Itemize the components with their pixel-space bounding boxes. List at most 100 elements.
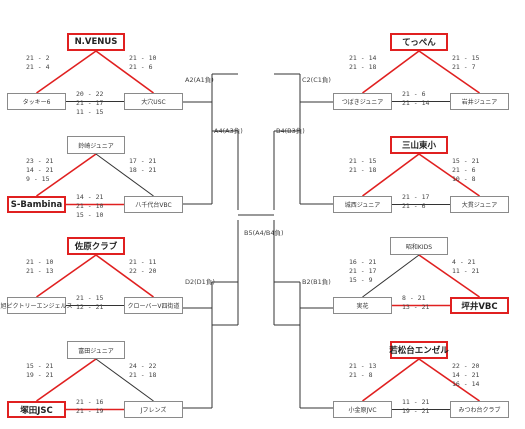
pool-top-team: てっぺん xyxy=(390,33,448,51)
score-top-right: 21 - 18 xyxy=(129,371,157,379)
pool-line-top-left xyxy=(362,153,420,197)
score-top-right: 21 - 15 xyxy=(452,54,480,62)
score-top-left: 14 - 21 xyxy=(26,166,54,174)
score-left-right: 13 - 21 xyxy=(402,303,430,311)
pool-left-team: 実花 xyxy=(333,297,392,314)
score-left-right: 12 - 21 xyxy=(76,303,104,311)
score-top-right: 11 - 21 xyxy=(452,267,480,275)
score-left-right: 21 - 16 xyxy=(76,398,104,406)
pool-left-team: つばきジュニア xyxy=(333,93,392,110)
score-top-left: 21 - 10 xyxy=(26,258,54,266)
score-left-right: 11 - 15 xyxy=(76,108,104,116)
score-top-right: 14 - 21 xyxy=(452,371,480,379)
pool-left-team: 旭ピクトリーエンジェルス xyxy=(1,297,73,314)
score-top-right: 4 - 21 xyxy=(452,258,476,266)
score-top-left: 19 - 21 xyxy=(26,371,54,379)
score-left-right: 20 - 22 xyxy=(76,90,104,98)
pool-top-team: 富田ジュニア xyxy=(67,341,125,359)
score-left-right: 21 - 15 xyxy=(76,294,104,302)
score-top-right: 21 - 11 xyxy=(129,258,157,266)
pool-line-top-left xyxy=(36,358,97,402)
score-top-left: 21 - 4 xyxy=(26,63,50,71)
pool-top-team: 佐原クラブ xyxy=(67,237,125,255)
score-left-right: 21 - 14 xyxy=(402,99,430,107)
pool-left-team: タッキー6 xyxy=(7,93,66,110)
score-top-right: 21 - 6 xyxy=(129,63,153,71)
pool-line-top-right xyxy=(95,358,154,402)
match-label-b2: B2(B1負) xyxy=(302,278,331,286)
pool-top-team: 鈴崎ジュニア xyxy=(67,136,125,154)
score-top-left: 21 - 2 xyxy=(26,54,50,62)
pool-line-top-right xyxy=(418,153,480,197)
score-top-left: 21 - 15 xyxy=(349,157,377,165)
score-top-left: 23 - 21 xyxy=(26,157,54,165)
score-top-left: 21 - 18 xyxy=(349,63,377,71)
score-left-right: 21 - 10 xyxy=(76,202,104,210)
score-top-left: 21 - 13 xyxy=(26,267,54,275)
score-left-right: 21 - 6 xyxy=(402,202,426,210)
score-left-right: 14 - 21 xyxy=(76,193,104,201)
score-top-right: 10 - 8 xyxy=(452,175,476,183)
match-label-a4: A4(A3負) xyxy=(214,127,243,135)
match-label-a2: A2(A1負) xyxy=(185,76,214,84)
pool-line-top-left xyxy=(362,254,420,298)
pool-line-top-right xyxy=(95,50,154,94)
pool-right-team: 八千代台VBC xyxy=(124,196,183,213)
score-left-right: 15 - 10 xyxy=(76,211,104,219)
score-top-left: 16 - 21 xyxy=(349,258,377,266)
score-top-right: 22 - 20 xyxy=(129,267,157,275)
pool-right-team: クローバーV四街道 xyxy=(124,297,183,314)
score-top-right: 21 - 7 xyxy=(452,63,476,71)
score-top-left: 21 - 17 xyxy=(349,267,377,275)
pool-line-top-left xyxy=(36,153,97,197)
pool-top-team: 昭和KIDS xyxy=(390,237,448,255)
score-top-right: 21 - 6 xyxy=(452,166,476,174)
score-top-right: 18 - 21 xyxy=(129,166,157,174)
pool-right-team: 坪井VBC xyxy=(450,297,509,314)
pool-right-team: 大貫ジュニア xyxy=(450,196,509,213)
pool-line-top-right xyxy=(418,358,480,402)
score-left-right: 21 - 19 xyxy=(76,407,104,415)
score-top-right: 16 - 14 xyxy=(452,380,480,388)
match-label-b5: B5(A4/B4負) xyxy=(244,229,284,237)
score-left-right: 19 - 21 xyxy=(402,407,430,415)
pool-right-team: 岩井ジュニア xyxy=(450,93,509,110)
score-top-left: 21 - 13 xyxy=(349,362,377,370)
score-left-right: 8 - 21 xyxy=(402,294,426,302)
pool-left-team: 小金原JVC xyxy=(333,401,392,418)
score-top-right: 15 - 21 xyxy=(452,157,480,165)
pool-left-team: 塚田JSC xyxy=(7,401,66,418)
score-left-right: 21 - 17 xyxy=(76,99,104,107)
score-top-left: 21 - 14 xyxy=(349,54,377,62)
score-left-right: 21 - 17 xyxy=(402,193,430,201)
pool-left-team: 城西ジュニア xyxy=(333,196,392,213)
pool-right-team: みつわ台クラブ xyxy=(450,401,509,418)
pool-line-top-right xyxy=(95,153,154,197)
pool-line-top-left xyxy=(36,50,97,94)
pool-line-top-left xyxy=(36,254,97,298)
score-top-left: 9 - 15 xyxy=(26,175,50,183)
match-label-b4: B4(B3負) xyxy=(276,127,305,135)
pool-line-top-left xyxy=(362,50,420,94)
pool-line-top-right xyxy=(418,50,480,94)
score-left-right: 11 - 21 xyxy=(402,398,430,406)
pool-right-team: Jフレンズ xyxy=(124,401,183,418)
pool-line-top-left xyxy=(362,358,420,402)
score-top-right: 21 - 10 xyxy=(129,54,157,62)
pool-left-team: S-Bambina xyxy=(7,196,66,213)
score-top-left: 15 - 9 xyxy=(349,276,373,284)
score-left-right: 21 - 6 xyxy=(402,90,426,98)
pool-top-team: 三山東小 xyxy=(390,136,448,154)
pool-line-top-right xyxy=(95,254,154,298)
pool-top-team: 若松台エンゼル xyxy=(389,341,449,359)
score-top-left: 21 - 18 xyxy=(349,166,377,174)
score-top-left: 21 - 8 xyxy=(349,371,373,379)
score-top-right: 24 - 22 xyxy=(129,362,157,370)
score-top-right: 17 - 21 xyxy=(129,157,157,165)
pool-right-team: 大穴USC xyxy=(124,93,183,110)
match-label-c2: C2(C1負) xyxy=(302,76,331,84)
score-top-right: 22 - 20 xyxy=(452,362,480,370)
score-top-left: 15 - 21 xyxy=(26,362,54,370)
